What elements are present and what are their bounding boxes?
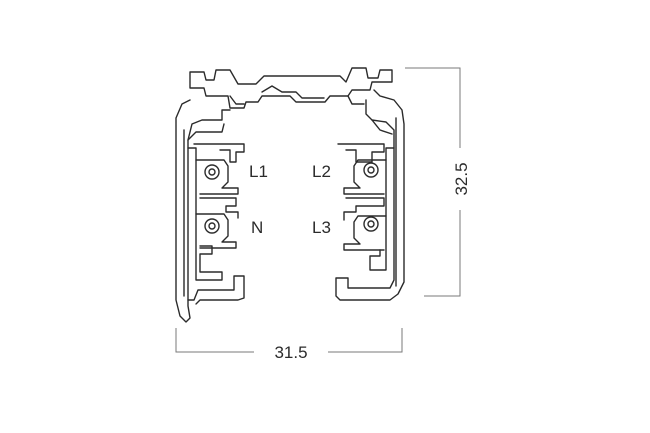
label-l1: L1: [249, 162, 268, 181]
label-n: N: [251, 218, 263, 237]
width-dimension-line: [175, 328, 403, 353]
left-wall: [175, 99, 231, 323]
left-wall-inner: [183, 123, 225, 297]
height-dimension-line: [405, 67, 461, 297]
top-ridge-inner: [229, 95, 365, 105]
label-l3: L3: [312, 218, 331, 237]
width-dimension: 31.5: [175, 328, 403, 362]
right-conductor-slots: [337, 143, 387, 251]
top-notch: [261, 85, 325, 99]
right-wall: [335, 89, 405, 301]
top-ridge: [189, 67, 393, 109]
height-dimension-value: 32.5: [452, 162, 471, 195]
label-l2: L2: [312, 162, 331, 181]
left-conductor-slots: [193, 143, 245, 249]
height-dimension: 32.5: [405, 67, 471, 297]
left-bottom-lip: [187, 275, 245, 305]
right-inner-rail: [369, 147, 395, 271]
width-dimension-value: 31.5: [274, 343, 307, 362]
right-wall-inner: [371, 117, 397, 287]
track-profile: [175, 67, 405, 323]
